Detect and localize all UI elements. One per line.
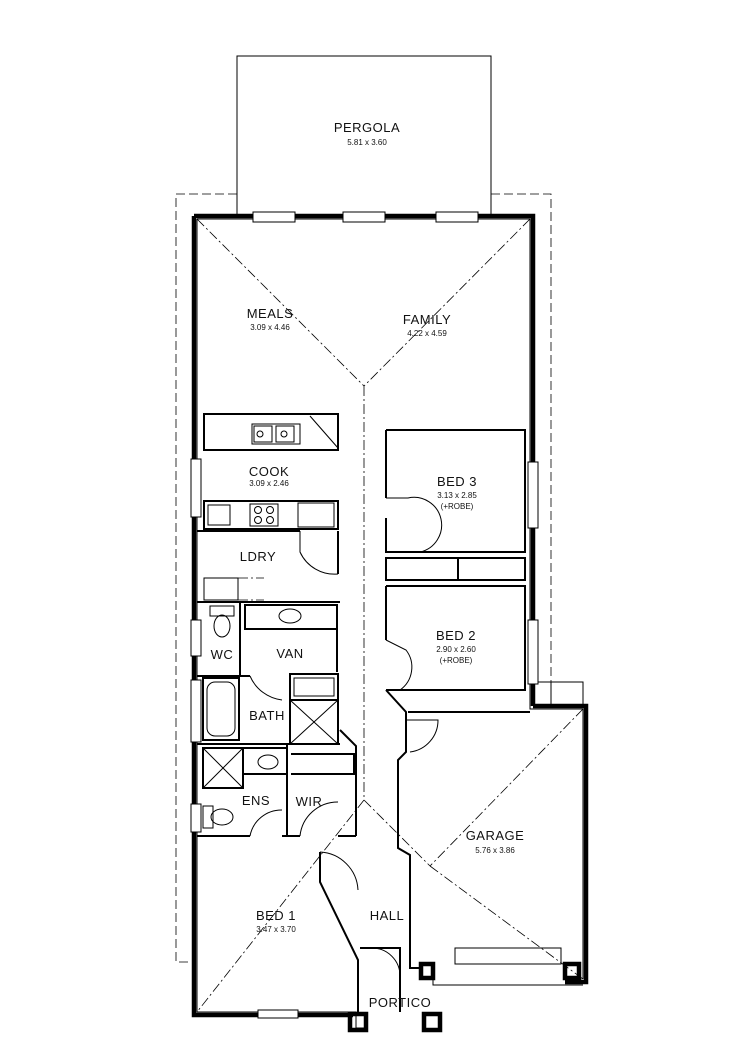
ensuite-vanity xyxy=(242,747,288,775)
vanity xyxy=(244,604,338,630)
windows xyxy=(190,211,562,1019)
robe xyxy=(385,557,459,581)
bench-top xyxy=(293,677,335,697)
ldry-label: LDRY xyxy=(240,549,276,564)
window xyxy=(252,211,296,223)
meals-dims: 3.09 x 4.46 xyxy=(250,323,290,332)
door-swings xyxy=(249,496,443,977)
laundry-tub xyxy=(203,577,239,601)
bed2-note: (+ROBE) xyxy=(440,656,473,665)
garage-pier-left xyxy=(418,961,436,981)
cook-label: COOK xyxy=(249,464,289,479)
wc-label: WC xyxy=(211,647,234,662)
window xyxy=(190,458,202,518)
portico-post-left xyxy=(347,1011,369,1033)
bed3-label: BED 3 xyxy=(437,474,477,489)
window xyxy=(342,211,386,223)
bed2-dims: 2.90 x 2.60 xyxy=(436,645,476,654)
bath-label: BATH xyxy=(249,708,285,723)
bed1-label: BED 1 xyxy=(256,908,296,923)
kitchen-island xyxy=(203,413,339,451)
window xyxy=(190,803,202,833)
internal-walls xyxy=(197,413,530,1012)
bed3-note: (+ROBE) xyxy=(441,502,474,511)
window xyxy=(190,619,202,657)
window xyxy=(435,211,479,223)
roof-lines xyxy=(196,218,584,1013)
bed1-dims: 3.47 x 3.70 xyxy=(256,925,296,934)
portico-post-right xyxy=(421,1011,443,1033)
garage-label: GARAGE xyxy=(466,828,525,843)
window xyxy=(257,1009,299,1019)
family-label: FAMILY xyxy=(403,312,451,327)
window xyxy=(527,619,539,685)
van-label: VAN xyxy=(276,646,303,661)
pergola-dims: 5.81 x 3.60 xyxy=(347,138,387,147)
window xyxy=(190,679,202,743)
eave-outline xyxy=(175,193,552,963)
bathtub xyxy=(202,677,240,741)
portico-label: PORTICO xyxy=(369,995,432,1010)
family-dims: 4.22 x 4.59 xyxy=(407,329,447,338)
kitchen-bench xyxy=(203,500,339,530)
garage-pier-right xyxy=(562,961,582,981)
meals-label: MEALS xyxy=(247,306,294,321)
room-labels: PERGOLA 5.81 x 3.60 MEALS 3.09 x 4.46 FA… xyxy=(211,120,525,1010)
pergola-outline xyxy=(236,55,492,215)
pergola-label: PERGOLA xyxy=(334,120,400,135)
bed2-label: BED 2 xyxy=(436,628,476,643)
wir-label: WIR xyxy=(296,794,323,809)
garage-dims: 5.76 x 3.86 xyxy=(475,846,515,855)
robe xyxy=(457,557,526,581)
ens-label: ENS xyxy=(242,793,270,808)
hall-label: HALL xyxy=(370,908,405,923)
fixtures xyxy=(202,415,339,829)
cooktop xyxy=(249,503,279,527)
window xyxy=(527,461,539,529)
toilet xyxy=(209,605,235,638)
cook-dims: 3.09 x 2.46 xyxy=(249,479,289,488)
bed3-dims: 3.13 x 2.85 xyxy=(437,491,477,500)
sink xyxy=(251,423,301,445)
garage-door xyxy=(454,947,562,965)
toilet xyxy=(202,805,234,829)
